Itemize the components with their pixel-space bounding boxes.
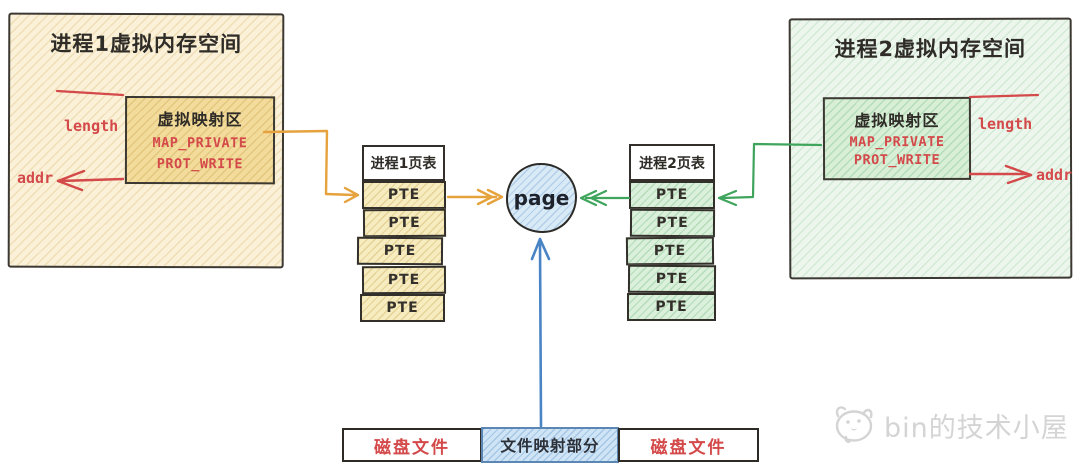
watermark-text: bin的技术小屋 (884, 412, 1069, 444)
process2-memory-space-box: 进程2虚拟内存空间 虚拟映射区 MAP_PRIVATE PROT_WRITE (788, 17, 1073, 280)
physical-page-label: page (513, 186, 570, 210)
pte-cell: PTE (362, 181, 446, 209)
pte-cell: PTE (356, 236, 444, 266)
process1-memory-space-box: 进程1虚拟内存空间 虚拟映射区 MAP_PRIVATE PROT_WRITE (7, 12, 285, 269)
file-to-page-arrow (530, 237, 551, 428)
watermark: bin的技术小屋 (832, 399, 1072, 451)
process1-virtual-mapping-area: 虚拟映射区 MAP_PRIVATE PROT_WRITE (124, 95, 276, 185)
pte-cell: PTE (360, 294, 445, 322)
process1-title: 进程1虚拟内存空间 (50, 31, 243, 57)
process2-title: 进程2虚拟内存空间 (834, 36, 1027, 62)
process1-addr-label: addr (17, 169, 54, 187)
prot-write-flag: PROT_WRITE (156, 156, 244, 173)
map-private-flag: MAP_PRIVATE (152, 135, 248, 152)
physical-page-circle: page (506, 163, 577, 233)
pte-cell: PTE (361, 265, 447, 295)
process2-length-label: length (978, 115, 1033, 133)
pte-cell: PTE (627, 264, 717, 294)
process2-addr-label: addr (1036, 166, 1073, 184)
prot-write-flag: PROT_WRITE (853, 151, 941, 169)
file-mapped-segment: 文件映射部分 (481, 427, 619, 463)
process1-length-label: length (64, 117, 119, 135)
disk-file-segment-right: 磁盘文件 (618, 428, 759, 462)
process1-page-table-header: 进程1页表 (362, 145, 445, 181)
process2-pte-to-page-arrow (579, 189, 631, 207)
map-private-flag: MAP_PRIVATE (849, 133, 945, 150)
pte-cell: PTE (362, 208, 447, 238)
process1-pte-to-page-arrow (446, 188, 504, 206)
pte-cell: PTE (627, 293, 716, 321)
mascot-face-icon (835, 406, 873, 443)
mapping-area-title: 虚拟映射区 (854, 110, 940, 131)
pte-cell: PTE (625, 236, 715, 266)
process1-page-table-title: 进程1页表 (370, 156, 437, 172)
process2-page-table-header: 进程2页表 (629, 144, 715, 181)
pte-cell: PTE (629, 181, 715, 209)
mapping-area-title: 虚拟映射区 (157, 110, 243, 130)
disk-file-segment-left: 磁盘文件 (342, 428, 482, 462)
process2-virtual-mapping-area: 虚拟映射区 MAP_PRIVATE PROT_WRITE (822, 96, 972, 181)
process2-page-table-title: 进程2页表 (639, 155, 705, 172)
pte-cell: PTE (629, 208, 716, 238)
